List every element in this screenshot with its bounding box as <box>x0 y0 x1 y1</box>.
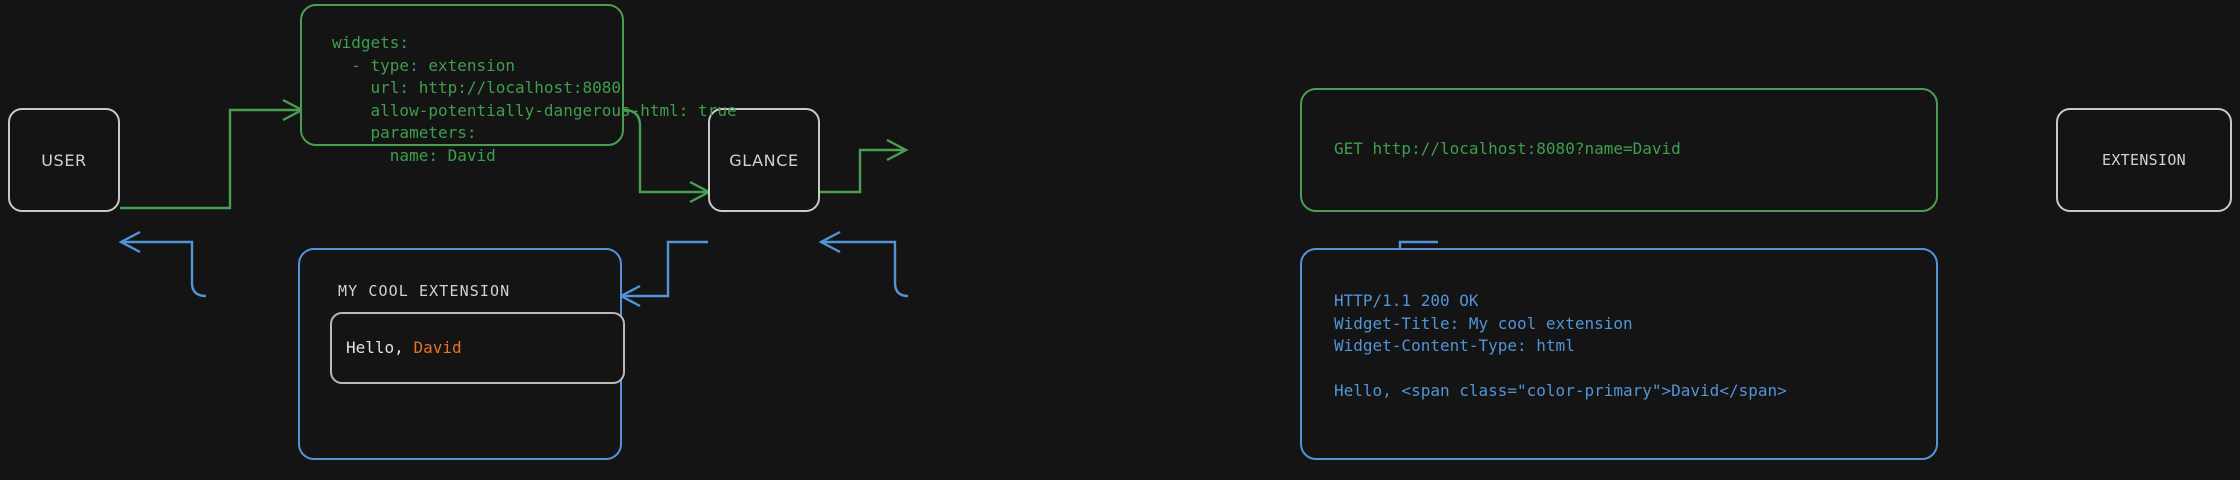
node-user-label: USER <box>41 150 87 170</box>
widget-content-box: Hello, David <box>330 312 625 384</box>
widget-greeting: Hello, David <box>346 338 462 357</box>
widget-greeting-name: David <box>413 338 462 357</box>
node-extension-label: EXTENSION <box>2102 151 2186 169</box>
arrowhead-glance-in-blue <box>818 230 841 254</box>
connector-glance-to-request <box>820 148 905 194</box>
connector-response-to-glance <box>822 240 909 298</box>
arrowhead-widget-in <box>618 284 641 308</box>
http-response-text: HTTP/1.1 200 OK Widget-Title: My cool ex… <box>1334 291 1787 400</box>
panel-http-request: GET http://localhost:8080?name=David <box>1300 88 1938 212</box>
panel-http-response: HTTP/1.1 200 OK Widget-Title: My cool ex… <box>1300 248 1938 460</box>
arrowhead-user-in <box>118 230 141 254</box>
http-request-text: GET http://localhost:8080?name=David <box>1334 139 1681 158</box>
config-yaml-text: widgets: - type: extension url: http://l… <box>332 33 737 165</box>
panel-rendered-widget: MY COOL EXTENSION Hello, David <box>298 248 625 460</box>
node-extension[interactable]: EXTENSION <box>2056 108 2232 212</box>
widget-greeting-prefix: Hello, <box>346 338 414 357</box>
node-glance-label: GLANCE <box>729 150 799 170</box>
node-user[interactable]: USER <box>8 108 120 212</box>
connector-widget-to-user <box>122 240 207 298</box>
connector-user-to-config <box>120 108 300 210</box>
arrowhead-glance-in <box>689 180 712 204</box>
node-glance[interactable]: GLANCE <box>708 108 820 212</box>
panel-config: widgets: - type: extension url: http://l… <box>300 4 737 165</box>
arrowhead-request-in <box>886 138 909 162</box>
connector-glance-to-widget <box>622 240 708 298</box>
widget-title: MY COOL EXTENSION <box>338 282 511 300</box>
